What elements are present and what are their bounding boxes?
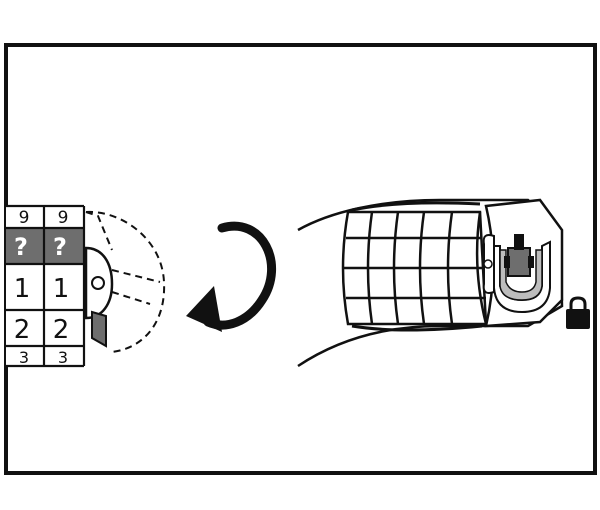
knob-hole xyxy=(91,276,105,290)
wheel-grid xyxy=(6,204,86,368)
wheel-2-digit-9: 9 xyxy=(58,208,69,228)
cylinder-wheels xyxy=(341,201,488,332)
wheel-1-digit-2: 2 xyxy=(14,315,31,345)
wheel-1-digit-9: 9 xyxy=(19,208,30,228)
knob-tab xyxy=(91,310,107,348)
knob-rotation-path xyxy=(85,210,166,353)
cable-lock-body xyxy=(297,198,564,368)
combination-wheels: 9 9 ? ? 1 1 2 2 3 3 xyxy=(6,204,86,368)
release-knob xyxy=(84,246,114,348)
wheel-2-digit-3: 3 xyxy=(58,348,68,367)
wheel-1-unknown-digit: ? xyxy=(14,233,28,261)
wheel-1-digit-1: 1 xyxy=(14,274,31,304)
wheel-2-digit-1: 1 xyxy=(53,274,70,304)
wheel-1-digit-3: 3 xyxy=(19,348,29,367)
counterclockwise-rotate-arrow-icon xyxy=(186,221,276,332)
wheel-2-unknown-digit: ? xyxy=(53,233,67,261)
wheel-2-digit-2: 2 xyxy=(53,315,70,345)
padlock-icon xyxy=(566,296,590,329)
locking-mechanism xyxy=(482,234,551,314)
